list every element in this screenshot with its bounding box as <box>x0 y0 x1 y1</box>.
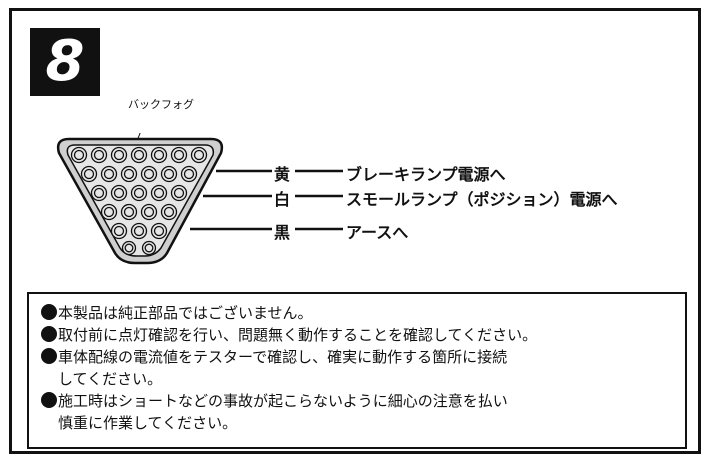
wire-destination-ground: アースへ <box>346 223 409 242</box>
wire-color-yellow: 黄 <box>274 165 291 184</box>
led-array <box>70 146 208 256</box>
bullet-icon <box>41 304 57 320</box>
step-number: 8 <box>45 29 85 94</box>
wire-color-black: 黒 <box>274 223 291 242</box>
instruction-frame <box>9 8 701 454</box>
step-number-badge: 8 <box>30 28 100 96</box>
wire-destination-brake: ブレーキランプ電源へ <box>346 165 506 184</box>
bullet-icon <box>41 348 57 364</box>
note-item: 施工時はショートなどの事故が起こらないように細心の注意を払い <box>41 390 671 412</box>
back-fog-lamp-illustration <box>56 133 224 265</box>
bullet-icon <box>41 326 57 342</box>
note-item: 本製品は純正部品ではございません。 <box>41 302 671 324</box>
wire-destination-small-lamp: スモールランプ（ポジション）電源へ <box>346 190 618 209</box>
note-item: 取付前に点灯確認を行い、問題無く動作することを確認してください。 <box>41 324 671 346</box>
callout-label: バックフォグ <box>128 98 194 111</box>
wire-color-white: 白 <box>274 190 291 209</box>
bullet-icon <box>41 392 57 408</box>
note-item-continuation: してください。 <box>58 370 163 388</box>
note-item: 車体配線の電流値をテスターで確認し、確実に動作する箇所に接続 <box>41 346 671 368</box>
note-item-continuation: 慎重に作業してください。 <box>58 414 238 432</box>
caution-notes-box: 本製品は純正部品ではございません。 取付前に点灯確認を行い、問題無く動作すること… <box>27 292 687 449</box>
